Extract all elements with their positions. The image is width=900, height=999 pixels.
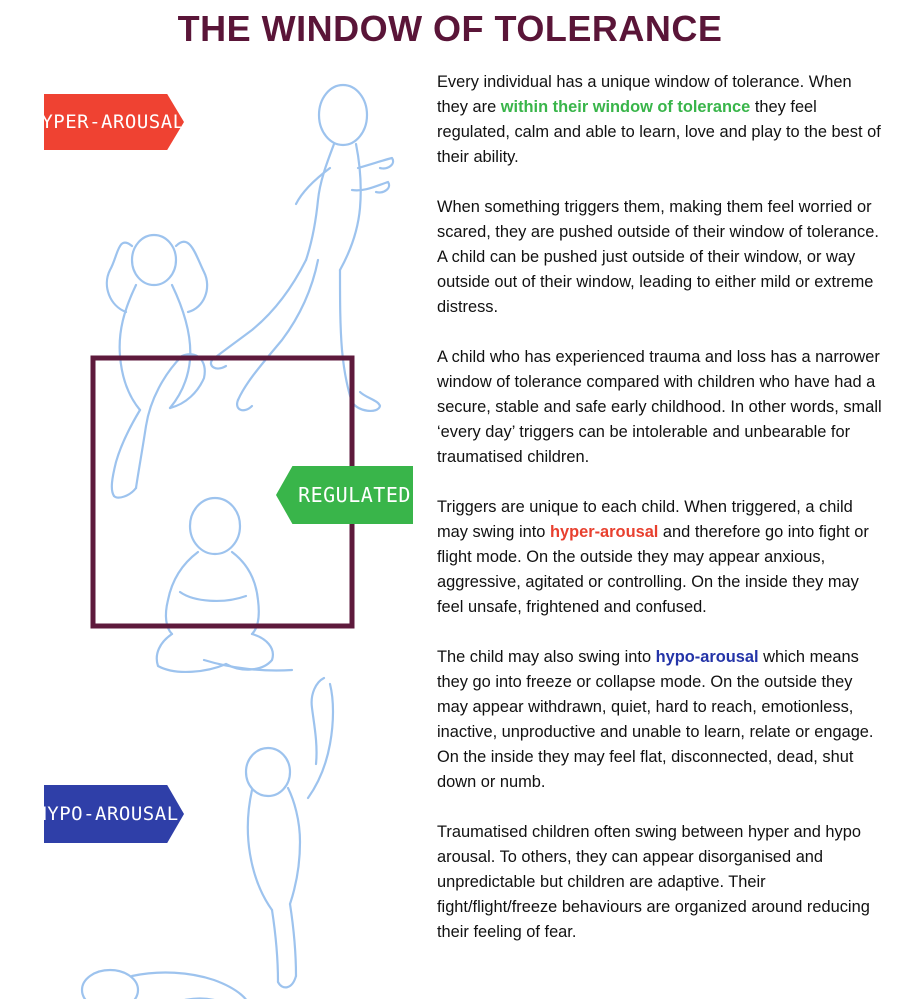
page-title: THE WINDOW OF TOLERANCE: [177, 8, 723, 49]
paragraph-6: Traumatised children often swing between…: [437, 823, 870, 941]
hyper-arousal-label: HYPER-AROUSAL: [44, 94, 184, 150]
running-figure: [209, 83, 395, 412]
window-of-tolerance-illustration: [0, 60, 430, 999]
paragraph-4: Triggers are unique to each child. When …: [437, 495, 885, 620]
p5-text-post: which means they go into freeze or colla…: [437, 648, 874, 791]
explanation-text: Every individual has a unique window of …: [437, 70, 885, 970]
paragraph-1: Every individual has a unique window of …: [437, 70, 885, 170]
p1-highlight: within their window of tolerance: [500, 98, 751, 116]
paragraph-5: The child may also swing into hypo-arous…: [437, 645, 885, 795]
hanging-figure: [244, 676, 335, 989]
p4-text-post: and therefore go into fight or flight mo…: [437, 523, 869, 616]
hypo-arousal-label: HYPO-AROUSAL: [44, 785, 184, 843]
p5-text-pre: The child may also swing into: [437, 648, 656, 666]
p1-text-post: they feel regulated, calm and able to le…: [437, 98, 881, 166]
paragraph-3: A child who has experienced trauma and l…: [437, 348, 882, 466]
paragraph-2: When something triggers them, making the…: [437, 198, 879, 316]
collapsed-figure: [80, 968, 247, 999]
p5-highlight: hypo-arousal: [655, 648, 759, 666]
p4-highlight: hyper-arousal: [549, 523, 659, 541]
p1-text-pre: Every individual has a unique window of …: [437, 73, 852, 116]
p4-text-pre: Triggers are unique to each child. When …: [437, 498, 853, 541]
regulated-label: REGULATED: [276, 466, 413, 524]
anxious-figure: [105, 233, 209, 499]
regulated-figure: [155, 496, 294, 674]
